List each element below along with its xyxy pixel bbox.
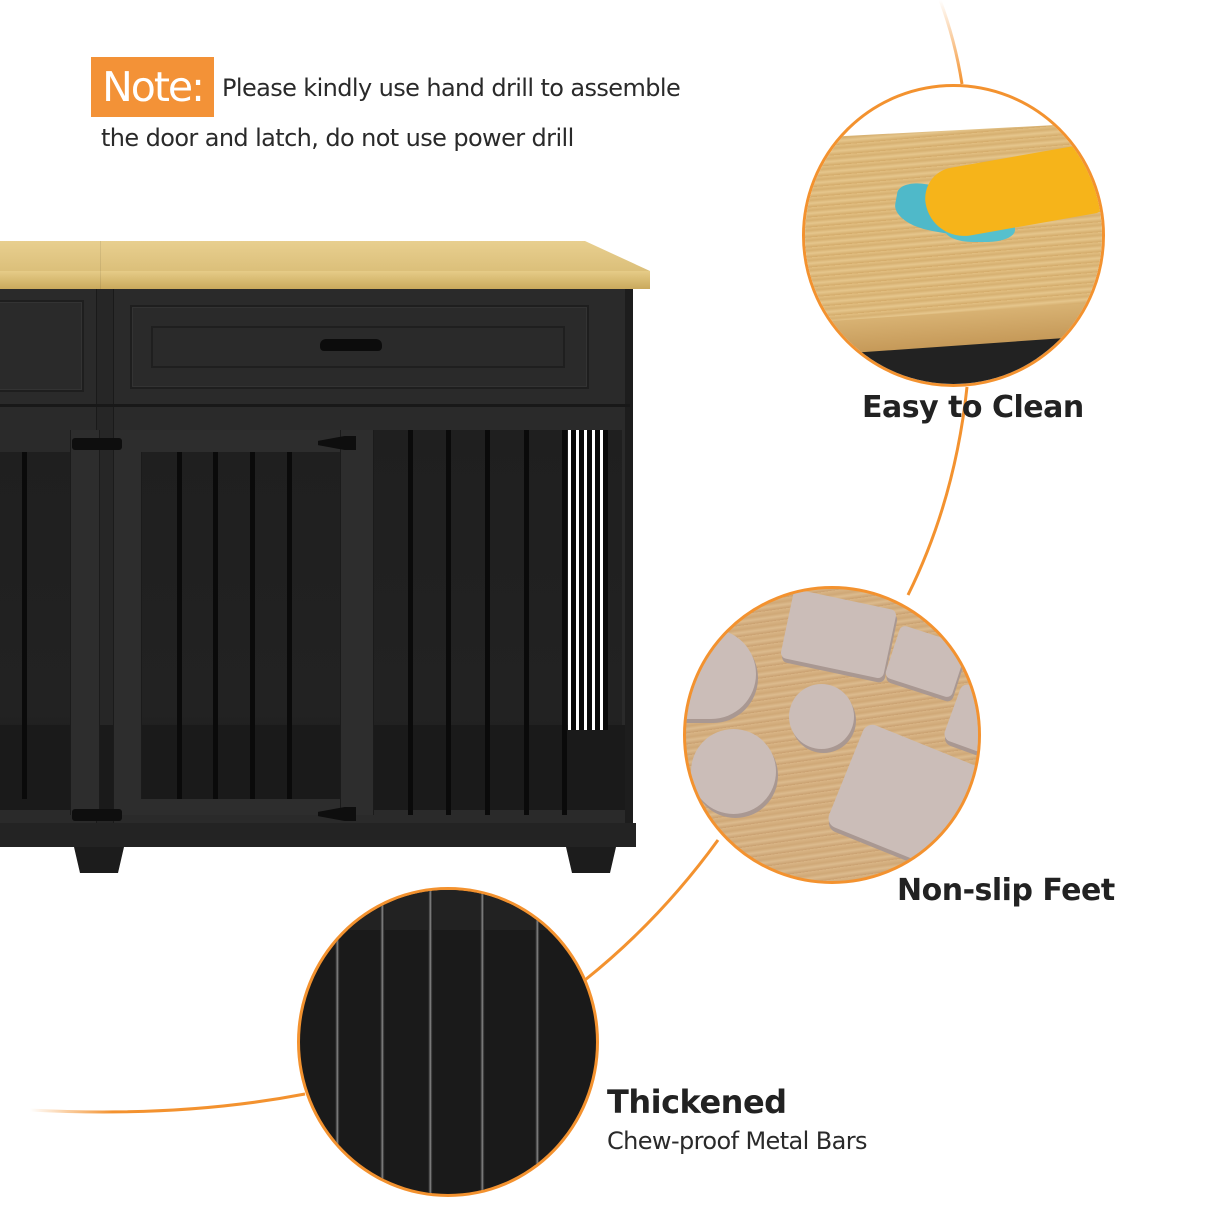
metal-bar: [535, 890, 540, 1194]
door-latch-bottom: [72, 809, 122, 821]
door-frame-left: [70, 430, 100, 815]
feature-image-metal-bars: [297, 887, 599, 1197]
kennel-floor: [0, 725, 625, 810]
bar: [485, 430, 490, 815]
feature-image-easy-to-clean: [802, 84, 1105, 387]
bar: [177, 452, 182, 799]
feature-title-non-slip-feet: Non-slip Feet: [897, 873, 1115, 908]
cabinet-leg: [566, 847, 616, 873]
bar: [562, 430, 567, 815]
feature-title-thickened: Thickened: [607, 1083, 787, 1121]
door-bottom-rail: [140, 799, 340, 815]
feature-subtitle-thickened: Chew-proof Metal Bars: [607, 1127, 867, 1155]
metal-bar: [480, 890, 485, 1194]
drawer-panel: [151, 326, 565, 368]
feature-image-non-slip-feet: [683, 586, 981, 884]
door-hinge-bottom: [318, 807, 356, 821]
bar: [524, 430, 529, 815]
felt-pad-round: [789, 684, 854, 749]
note-badge: Note:: [91, 57, 214, 117]
bar: [287, 452, 292, 799]
door-hinge-top: [318, 436, 356, 450]
side-bars: [568, 430, 608, 730]
metal-bar: [335, 890, 340, 1194]
feature-title-easy-to-clean: Easy to Clean: [862, 390, 1084, 425]
drawer-left: [0, 300, 84, 392]
drawer-handle: [320, 339, 382, 351]
bar: [213, 452, 218, 799]
felt-pad-square: [779, 589, 898, 680]
door-frame-right: [340, 430, 374, 815]
note-text-line2: the door and latch, do not use power dri…: [101, 124, 574, 152]
felt-pad-square: [825, 721, 978, 877]
cabinet-side: [625, 289, 633, 823]
note-text-line1: Please kindly use hand drill to assemble: [222, 74, 681, 102]
bar: [250, 452, 255, 799]
drawer-divider: [0, 404, 630, 407]
metal-bar: [380, 890, 385, 1194]
felt-pad-round: [691, 729, 776, 814]
top-seam: [100, 241, 101, 289]
bar: [22, 452, 27, 799]
bar: [408, 430, 413, 815]
metal-bar: [428, 890, 433, 1194]
cabinet-leg: [74, 847, 124, 873]
drawer-right: [130, 305, 589, 389]
door-top-rail: [140, 430, 340, 452]
bars-shadow: [300, 890, 596, 930]
felt-pad-half-round: [686, 629, 756, 719]
door-frame-mid: [113, 430, 142, 815]
door-latch-top: [72, 438, 122, 450]
wood-top-edge: [0, 271, 650, 289]
cabinet-base: [0, 823, 636, 847]
bar: [446, 430, 451, 815]
